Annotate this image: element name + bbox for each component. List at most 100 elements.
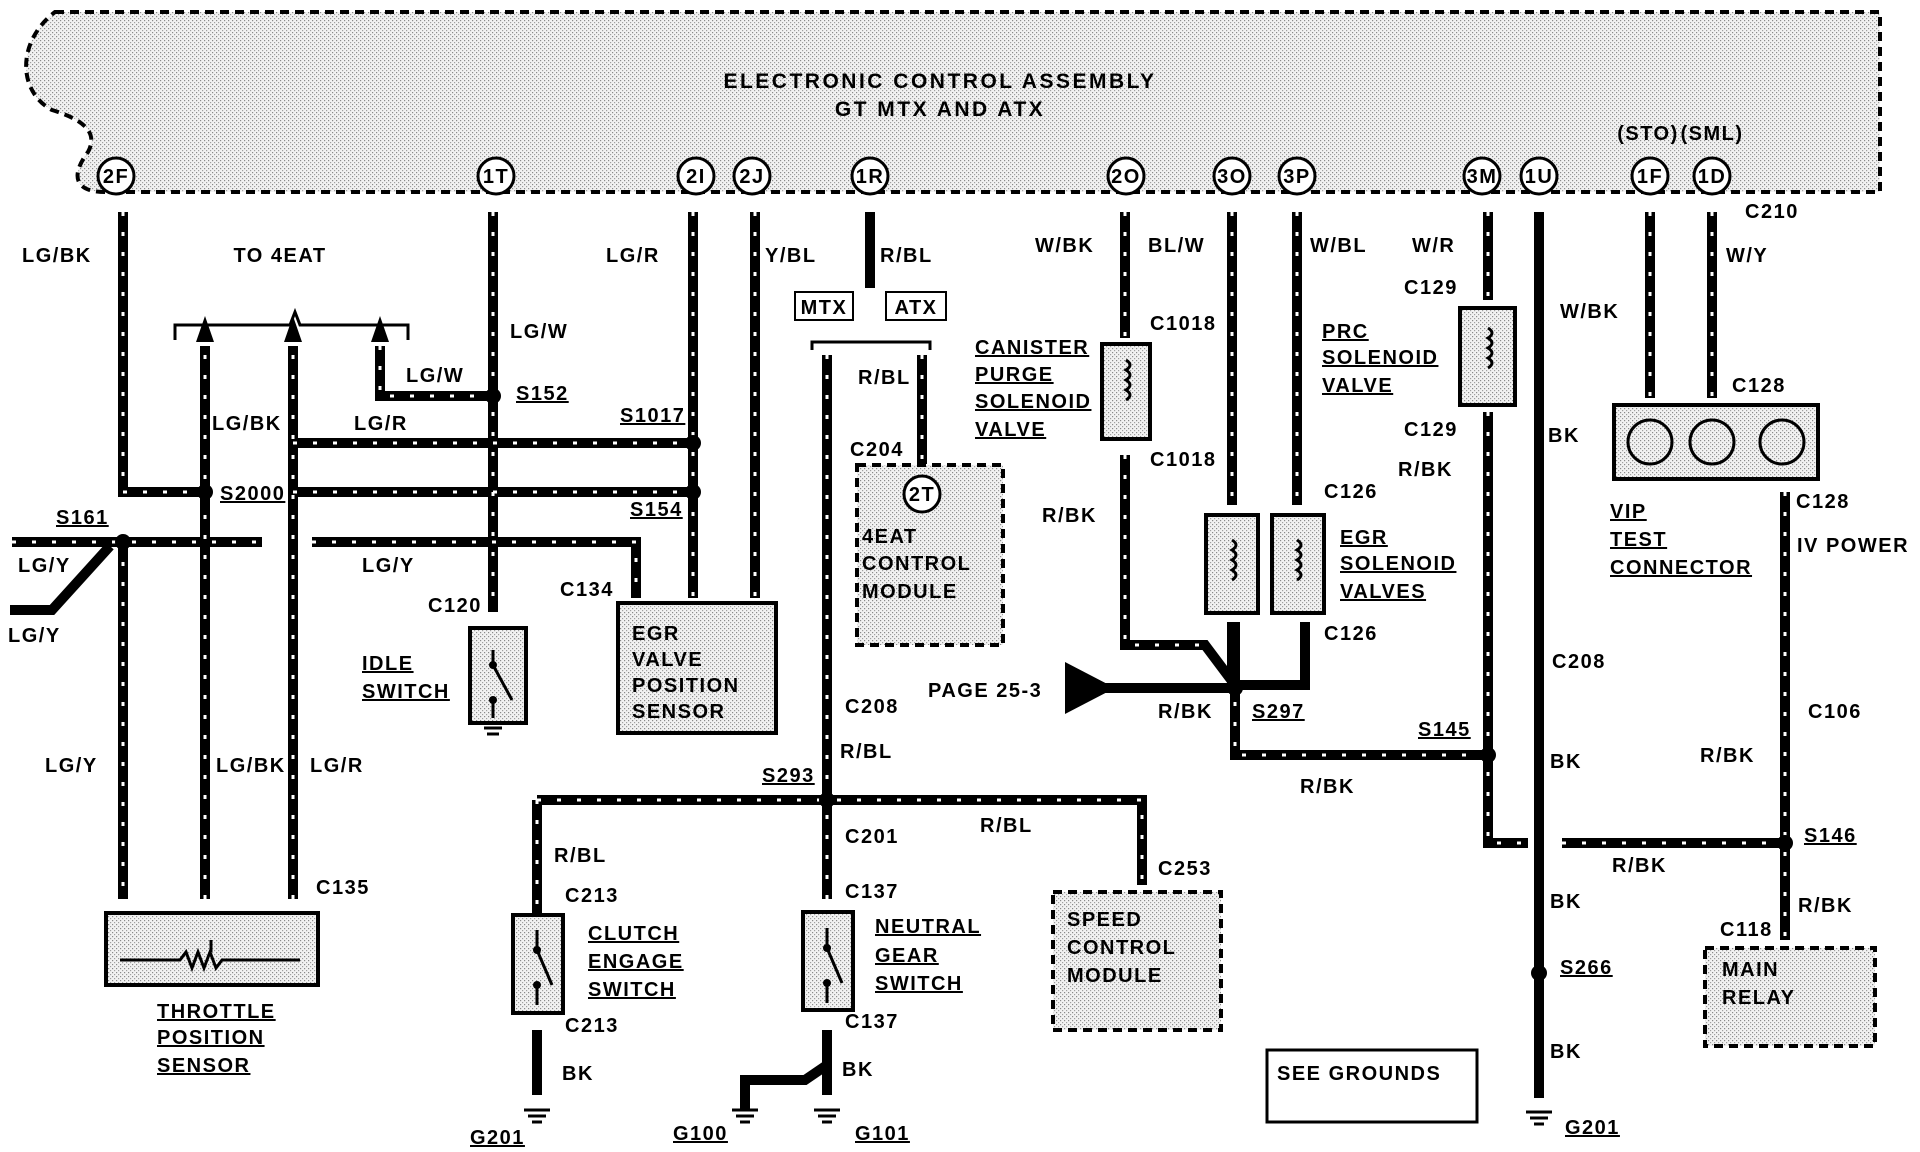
pin-2o: 2O [1106, 156, 1146, 196]
mtx-atx-selector: MTX ATX [794, 212, 947, 350]
svg-text:LG/W: LG/W [406, 365, 464, 387]
svg-text:LG/Y: LG/Y [18, 555, 71, 577]
vip-test-connector: VIP TEST CONNECTOR [1610, 403, 1820, 579]
svg-text:R/BK: R/BK [1798, 895, 1853, 917]
svg-text:POSITION: POSITION [632, 675, 740, 697]
svg-text:R/BL: R/BL [980, 815, 1033, 837]
svg-text:2O: 2O [1111, 166, 1141, 188]
pin-group-sto: (STO) [1617, 123, 1679, 145]
svg-text:RELAY: RELAY [1722, 987, 1795, 1009]
svg-text:POSITION: POSITION [157, 1027, 265, 1049]
svg-text:LG/BK: LG/BK [212, 413, 282, 435]
svg-text:R/BK: R/BK [1042, 505, 1097, 527]
speed-control-module: SPEED CONTROL MODULE [1051, 890, 1223, 1032]
svg-text:BK: BK [1550, 891, 1582, 913]
clutch-engage-switch: CLUTCH ENGAGE SWITCH [511, 913, 684, 1015]
pin-3p: 3P [1277, 156, 1317, 196]
svg-text:S2000: S2000 [220, 483, 285, 505]
svg-text:C210: C210 [1745, 201, 1799, 223]
svg-text:C135: C135 [316, 877, 370, 899]
pin-2i: 2I [676, 156, 716, 196]
svg-text:G100: G100 [673, 1123, 728, 1145]
svg-text:3M: 3M [1467, 166, 1498, 188]
svg-text:LG/R: LG/R [310, 755, 364, 777]
to-4eat-label: TO 4EAT [233, 245, 326, 267]
svg-text:C208: C208 [845, 696, 899, 718]
svg-text:IV POWER: IV POWER [1797, 535, 1909, 557]
pin-1d: 1D [1692, 156, 1732, 196]
svg-text:IDLE: IDLE [362, 653, 414, 675]
ground-symbols [484, 726, 1552, 1126]
svg-text:S1017: S1017 [620, 405, 685, 427]
module-pin-2t: 2T [909, 484, 935, 506]
svg-text:C208: C208 [1552, 651, 1606, 673]
svg-text:2F: 2F [103, 166, 129, 188]
svg-text:SEE GROUNDS: SEE GROUNDS [1277, 1063, 1441, 1085]
svg-text:SWITCH: SWITCH [588, 979, 676, 1001]
svg-text:C128: C128 [1732, 375, 1786, 397]
egr-valve-position-sensor: EGR VALVE POSITION SENSOR [616, 601, 778, 735]
throttle-position-sensor: THROTTLE POSITION SENSOR [104, 911, 320, 1077]
junction-nodes [115, 388, 1793, 981]
svg-text:LG/BK: LG/BK [216, 755, 286, 777]
to-4eat-bracket: TO 4EAT [173, 245, 410, 342]
page-ref-label: PAGE 25-3 [928, 680, 1042, 702]
svg-text:SENSOR: SENSOR [632, 701, 725, 723]
ecu-title-line1: ELECTRONIC CONTROL ASSEMBLY [723, 70, 1156, 93]
pin-3o: 3O [1212, 156, 1252, 196]
svg-text:LG/Y: LG/Y [45, 755, 98, 777]
idle-switch: IDLE SWITCH [362, 626, 528, 725]
svg-text:ENGAGE: ENGAGE [588, 951, 684, 973]
svg-text:S145: S145 [1418, 719, 1471, 741]
mtx-label: MTX [801, 297, 848, 319]
splice-labels: S152 S1017 S154 S161 S2000 S293 S297 S14… [56, 383, 1855, 979]
svg-text:C129: C129 [1404, 277, 1458, 299]
svg-text:2I: 2I [686, 166, 706, 188]
svg-text:MODULE: MODULE [1067, 965, 1163, 987]
svg-text:C126: C126 [1324, 623, 1378, 645]
pin-1f: 1F [1630, 156, 1670, 196]
pin-1u: 1U [1519, 156, 1559, 196]
svg-text:TEST: TEST [1610, 529, 1667, 551]
svg-text:CONTROL: CONTROL [862, 553, 971, 575]
svg-text:C118: C118 [1720, 919, 1773, 941]
svg-text:S266: S266 [1560, 957, 1613, 979]
svg-text:C137: C137 [845, 881, 899, 903]
svg-text:1R: 1R [856, 166, 885, 188]
svg-text:SOLENOID: SOLENOID [1322, 347, 1438, 369]
ecu-pin-row: 2F 1T 2I 2J 1R 2O 3O 3P 3M 1U 1F 1D [96, 156, 1732, 196]
svg-text:SENSOR: SENSOR [157, 1055, 250, 1077]
svg-text:MAIN: MAIN [1722, 959, 1779, 981]
svg-text:MODULE: MODULE [862, 581, 958, 603]
svg-text:1D: 1D [1698, 166, 1727, 188]
connector-labels: C210 C1018 C1018 C129 C129 C128 C128 C12… [316, 201, 1860, 1037]
4eat-control-module: 2T 4EAT CONTROL MODULE [855, 463, 1005, 647]
svg-text:R/BL: R/BL [554, 845, 607, 867]
svg-text:G201: G201 [470, 1127, 525, 1149]
svg-text:C201: C201 [845, 826, 899, 848]
atx-label: ATX [894, 297, 937, 319]
svg-text:SWITCH: SWITCH [875, 973, 963, 995]
svg-text:1T: 1T [483, 166, 509, 188]
svg-text:3P: 3P [1283, 166, 1310, 188]
svg-text:SOLENOID: SOLENOID [975, 391, 1091, 413]
svg-text:R/BK: R/BK [1300, 776, 1355, 798]
svg-text:BK: BK [1550, 751, 1582, 773]
svg-text:BK: BK [562, 1063, 594, 1085]
svg-text:NEUTRAL: NEUTRAL [875, 916, 981, 938]
svg-text:PURGE: PURGE [975, 364, 1054, 386]
svg-text:LG/BK: LG/BK [22, 245, 92, 267]
svg-text:BK: BK [1548, 425, 1580, 447]
svg-text:C1018: C1018 [1150, 313, 1216, 335]
svg-text:C137: C137 [845, 1011, 899, 1033]
svg-text:VALVES: VALVES [1340, 581, 1426, 603]
neutral-gear-switch: NEUTRAL GEAR SWITCH [801, 910, 981, 1012]
svg-text:W/Y: W/Y [1726, 245, 1768, 267]
pin-1r: 1R [850, 156, 890, 196]
svg-text:LG/Y: LG/Y [8, 625, 61, 647]
svg-text:S154: S154 [630, 499, 683, 521]
svg-text:W/BL: W/BL [1310, 235, 1367, 257]
svg-text:R/BK: R/BK [1700, 745, 1755, 767]
svg-text:PRC: PRC [1322, 321, 1369, 343]
svg-text:W/BK: W/BK [1035, 235, 1094, 257]
